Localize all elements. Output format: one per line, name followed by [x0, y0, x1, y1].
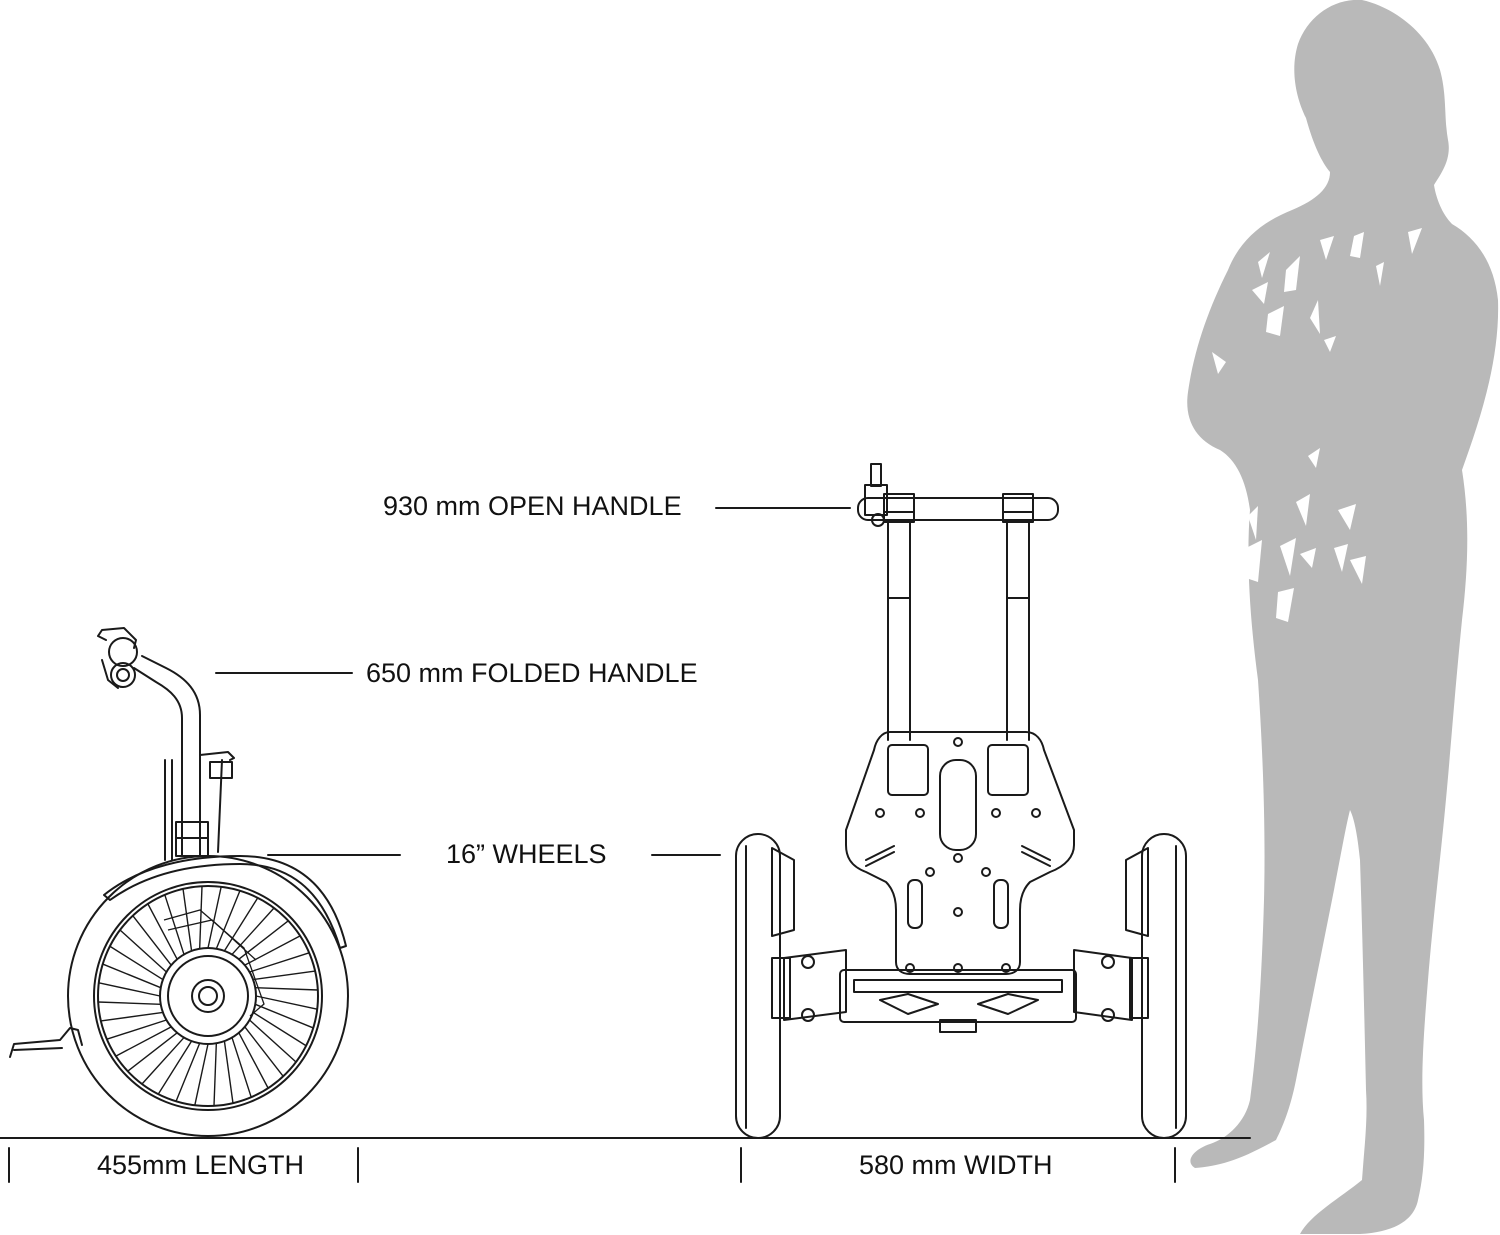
wheel-spoke [141, 1037, 185, 1085]
folded-handle-label: 650 mm FOLDED HANDLE [366, 658, 698, 688]
human-silhouette [1187, 0, 1499, 1234]
wheel-spoke [98, 982, 161, 997]
wheel-spoke [249, 1019, 297, 1063]
wheel-spoke [98, 1001, 161, 1006]
wheel-spoke [238, 920, 289, 960]
wheel-spoke [132, 915, 172, 966]
wheel-spoke [244, 1026, 284, 1077]
wheel-spoke [157, 1040, 193, 1095]
wheel-spoke [255, 995, 318, 1010]
wheel-spoke [253, 970, 316, 981]
wheel-spoke [213, 1043, 218, 1106]
wheel-spoke [215, 890, 241, 949]
wheel-spoke [182, 888, 193, 951]
front-view-open [735, 463, 1187, 1139]
wheel-spoke [109, 945, 164, 981]
wheel-spoke [119, 929, 167, 973]
leader-lines [215, 507, 851, 856]
wheel-spoke [127, 1032, 178, 1072]
open-handle-label: 930 mm OPEN HANDLE [383, 491, 682, 521]
length-dimension-ticks [8, 1147, 359, 1183]
wheel-spoke [244, 935, 301, 966]
wheel-spoke [255, 986, 318, 991]
wheel-spoke [231, 1037, 252, 1098]
wheel-spoke [106, 1019, 167, 1040]
wheel-spoke [223, 897, 259, 952]
wheel-spoke [249, 952, 310, 973]
width-dimension-ticks [740, 1147, 1176, 1183]
wheel-spoke [207, 886, 222, 949]
wheel-spokes [98, 886, 318, 1106]
side-view-folded [9, 627, 349, 1137]
wheel-spoke [147, 903, 178, 960]
wheel-spoke [164, 894, 185, 955]
wheel-spoke [255, 1003, 314, 1029]
length-label: 455mm LENGTH [97, 1150, 305, 1180]
wheel-spoke [223, 1041, 234, 1104]
wheel-spoke [238, 1032, 269, 1089]
wheel-spoke [102, 963, 161, 989]
wheel-spoke [194, 1043, 209, 1106]
wheels-label: 16” WHEELS [446, 839, 607, 869]
wheel-spoke [252, 1011, 307, 1047]
plate-bolts [875, 737, 1041, 973]
wheel-spoke [100, 1011, 163, 1022]
width-label: 580 mm WIDTH [859, 1150, 1053, 1180]
wheel-spoke [175, 1043, 201, 1102]
wheel-spoke [198, 886, 203, 949]
wheel-spoke [115, 1026, 172, 1057]
wheel-spoke [231, 907, 275, 955]
